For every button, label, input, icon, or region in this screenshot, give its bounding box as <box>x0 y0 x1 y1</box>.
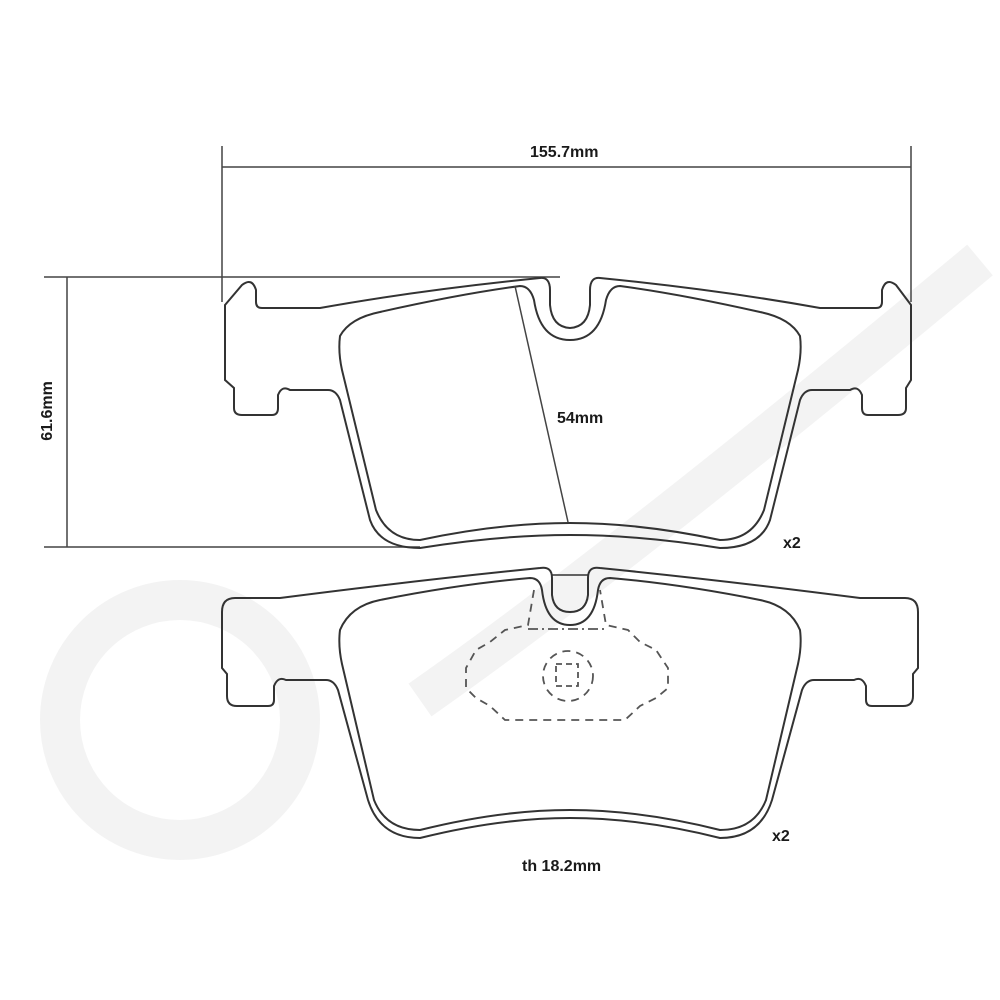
bottom-pad-quantity: x2 <box>772 828 790 845</box>
top-pad-quantity: x2 <box>783 535 801 552</box>
thickness-label: th 18.2mm <box>522 858 602 875</box>
dashed-center-circle <box>542 650 594 702</box>
backing-plate-hidden-features <box>465 589 669 721</box>
width-label: 155.7mm <box>530 144 599 161</box>
height-label: 61.6mm <box>38 381 56 441</box>
bottom-pad-backing-plate <box>221 566 919 840</box>
bottom-pad-friction-outline <box>338 576 802 832</box>
friction-height-label: 54mm <box>557 410 604 427</box>
dashed-backing-outline <box>465 589 669 721</box>
top-pad <box>224 276 912 550</box>
top-pad-friction-material <box>338 284 802 542</box>
width-dimension-line <box>221 146 912 302</box>
bottom-pad <box>221 566 919 840</box>
top-pad-backing-plate <box>224 276 912 550</box>
watermark <box>40 244 993 860</box>
height-dimension-line <box>44 276 560 548</box>
friction-height-line <box>514 285 569 523</box>
dashed-center-square <box>555 663 579 687</box>
